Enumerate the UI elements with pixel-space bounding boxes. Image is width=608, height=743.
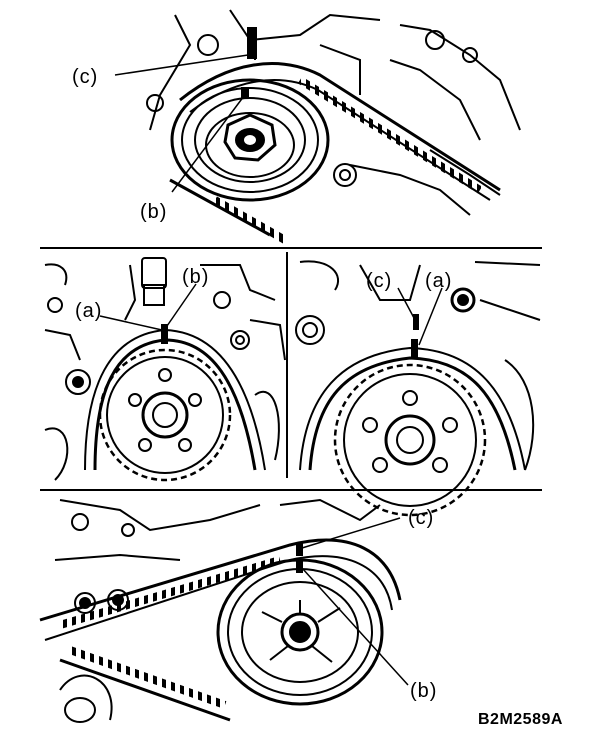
callout-b-top: (b) bbox=[140, 201, 167, 223]
callout-c-bottom: (c) bbox=[408, 507, 434, 529]
figure-code: B2M2589A bbox=[478, 711, 563, 728]
callout-a-mid-right: (a) bbox=[425, 270, 452, 292]
callout-b-bottom: (b) bbox=[410, 680, 437, 702]
callout-b-mid-left: (b) bbox=[182, 266, 209, 288]
panel-middle-right-cam-sprocket bbox=[295, 260, 541, 517]
callout-c-mid-right: (c) bbox=[366, 270, 392, 292]
panel-bottom-crank-pulley bbox=[39, 498, 409, 723]
callout-a-mid-left: (a) bbox=[75, 300, 102, 322]
panel-top-crank-pulley bbox=[114, 9, 521, 244]
callout-c-top: (c) bbox=[72, 66, 98, 88]
panel-middle-left-cam-sprocket bbox=[44, 257, 286, 482]
